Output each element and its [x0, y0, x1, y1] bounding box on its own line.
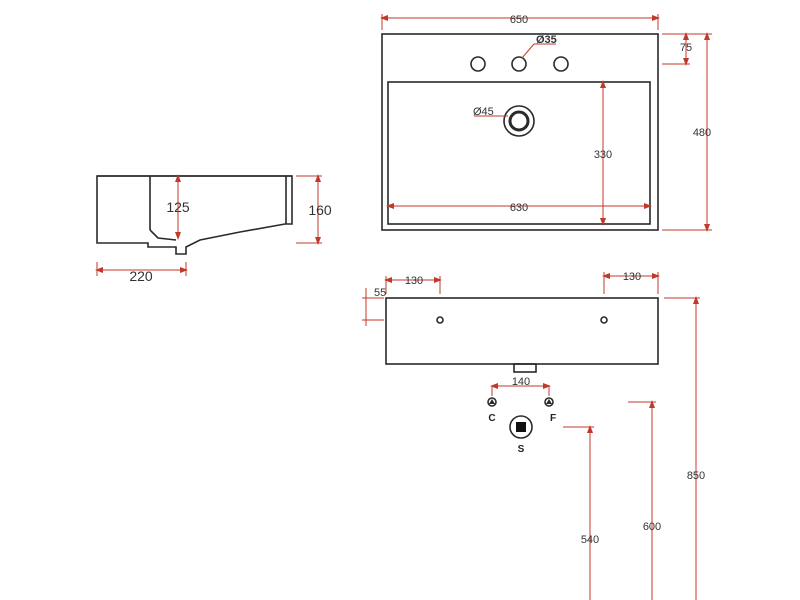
- tap-hole-center: [511, 56, 527, 72]
- side-view-profile: [96, 175, 293, 255]
- cold-supply-label: C: [488, 413, 495, 424]
- tap-hole-label: Ø35: [536, 34, 557, 46]
- tap-offset-label: 75: [680, 42, 692, 54]
- bracket-height-label: 55: [374, 287, 386, 299]
- top-depth-label: 480: [693, 127, 711, 139]
- top-view-bowl: [387, 81, 651, 225]
- bowl-width-label: 630: [510, 202, 528, 214]
- supply-spacing-label: 140: [512, 376, 530, 388]
- side-view: 160 125 220: [95, 174, 332, 284]
- bracket-hole-right: [600, 316, 608, 324]
- left-bracket-label: 130: [405, 275, 423, 287]
- front-drain-stub: [513, 363, 537, 373]
- tap-hole-right: [553, 56, 569, 72]
- right-bracket-label: 130: [623, 271, 641, 283]
- supply-height-label: 600: [643, 521, 661, 533]
- drain-outer: [503, 105, 535, 137]
- side-height-label: 160: [308, 202, 332, 218]
- waste-outlet-label: S: [518, 444, 525, 455]
- waste-outlet-icon: [509, 415, 533, 439]
- connections: 140 C F S 540 600 850: [487, 296, 705, 600]
- tap-hole-left: [470, 56, 486, 72]
- top-view-outline: [381, 33, 659, 231]
- hot-supply-label: F: [550, 413, 556, 424]
- front-view: 130 130 55: [362, 271, 660, 373]
- bracket-hole-left: [436, 316, 444, 324]
- side-depth-label: 220: [129, 268, 153, 284]
- bowl-depth-label: 330: [594, 149, 612, 161]
- front-view-outline: [385, 297, 659, 365]
- side-bowl-height-label: 125: [166, 199, 190, 215]
- waste-height-label: 540: [581, 534, 599, 546]
- top-width-label: 650: [510, 14, 528, 26]
- drain-inner: [508, 110, 530, 132]
- total-height-label: 850: [687, 470, 705, 482]
- drain-hole-label: Ø45: [473, 106, 494, 118]
- cold-supply-icon: [487, 397, 497, 407]
- top-view: 650 480 75 Ø35 Ø45 630 330: [380, 14, 712, 232]
- hot-supply-icon: [544, 397, 554, 407]
